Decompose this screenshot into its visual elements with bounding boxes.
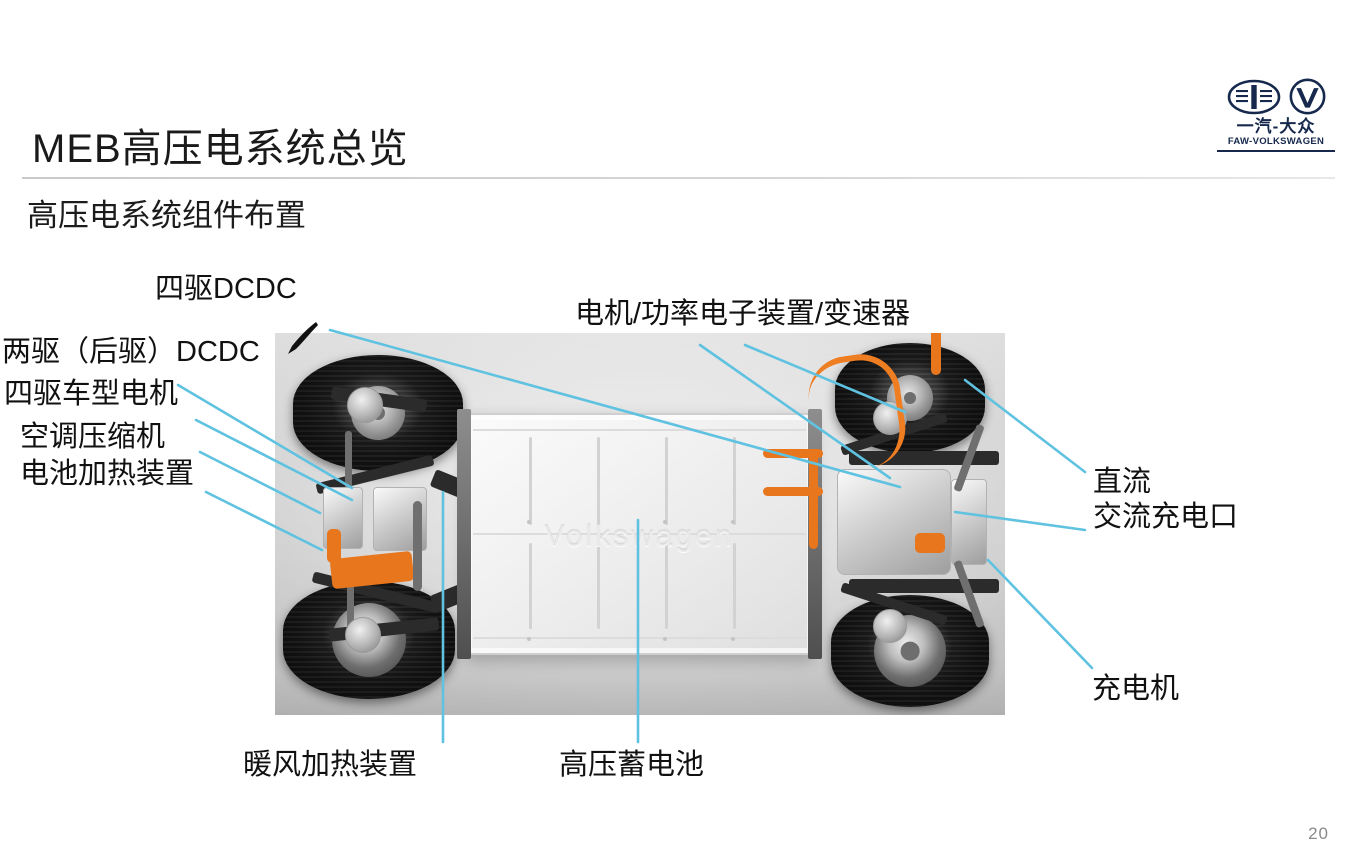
logo-chinese-wordmark: 一汽-大众 (1236, 117, 1316, 136)
callout-charger: 充电机 (1092, 673, 1180, 705)
callout-charge-port-dc: 直流 (1093, 466, 1152, 498)
battery-seam (473, 533, 806, 535)
logo-english-wordmark: FAW-VOLKSWAGEN (1227, 136, 1325, 147)
callout-hv-battery: 高压蓄电池 (559, 749, 705, 781)
battery-bolt (663, 637, 667, 641)
wheel-rear-right (831, 595, 989, 707)
battery-bolt (663, 520, 667, 524)
hv-battery-pack: Volkswagen (457, 409, 822, 659)
battery-bolt (527, 520, 531, 524)
battery-bolt (731, 637, 735, 641)
battery-seam (473, 429, 806, 431)
faw-volkswagen-logo: 一汽-大众 FAW-VOLKSWAGEN (1217, 78, 1335, 166)
stabilizer-link (953, 559, 985, 629)
callout-4wd-dcdc: 四驱DCDC (155, 273, 297, 305)
page-number: 20 (1308, 824, 1329, 843)
stabilizer-link (413, 501, 422, 591)
strut-mount (345, 617, 381, 653)
ac-compressor-body (329, 550, 415, 590)
hv-connector (915, 533, 945, 553)
charge-port-cable (931, 333, 941, 375)
strut-mount (873, 609, 907, 643)
hv-cable-run (809, 449, 818, 549)
faw-oval-logo (1227, 79, 1280, 114)
callout-charge-port: 直流 交流充电口 (1093, 465, 1238, 536)
logo-underline (1217, 149, 1335, 152)
strut-mount (347, 387, 383, 423)
callout-2wd-dcdc: 两驱（后驱）DCDC (2, 336, 260, 368)
front-axle-assembly (285, 373, 489, 673)
rear-motor-housing (837, 469, 951, 575)
battery-rib (665, 437, 668, 525)
battery-bolt (527, 637, 531, 641)
dcdc-arrow-icon (288, 322, 318, 354)
battery-rib (733, 437, 736, 525)
chassis-diagram-image: Volkswagen (275, 333, 1005, 715)
battery-rib (597, 543, 600, 629)
callout-ac-compressor: 空调压缩机 (20, 421, 166, 453)
callout-charge-port-ac: 交流充电口 (1093, 501, 1239, 534)
hv-connector-block (327, 529, 341, 563)
battery-rib (665, 543, 668, 629)
gearbox-housing (951, 479, 987, 565)
callout-battery-heater: 电池加热装置 (20, 458, 195, 490)
callout-motor-pe-gearbox: 电机/功率电子装置/变速器 (575, 298, 911, 330)
title-divider (22, 177, 1335, 179)
battery-seam (473, 637, 806, 639)
battery-rib (597, 437, 600, 525)
battery-rib (529, 543, 532, 629)
hv-cable-run (763, 487, 823, 496)
callout-cabin-heater: 暖风加热装置 (243, 749, 418, 781)
logo-marks (1227, 78, 1326, 115)
rear-axle-assembly (763, 349, 1005, 673)
battery-rib (529, 437, 532, 525)
battery-rib (733, 543, 736, 629)
page-subtitle: 高压电系统组件布置 (27, 198, 306, 233)
battery-bolt (731, 520, 735, 524)
volkswagen-circle-logo (1289, 78, 1325, 115)
drive-shaft (347, 561, 354, 633)
callout-4wd-motor: 四驱车型电机 (4, 378, 179, 410)
battery-volkswagen-emboss: Volkswagen (544, 519, 735, 553)
page-title: MEB高压电系统总览 (32, 127, 409, 171)
